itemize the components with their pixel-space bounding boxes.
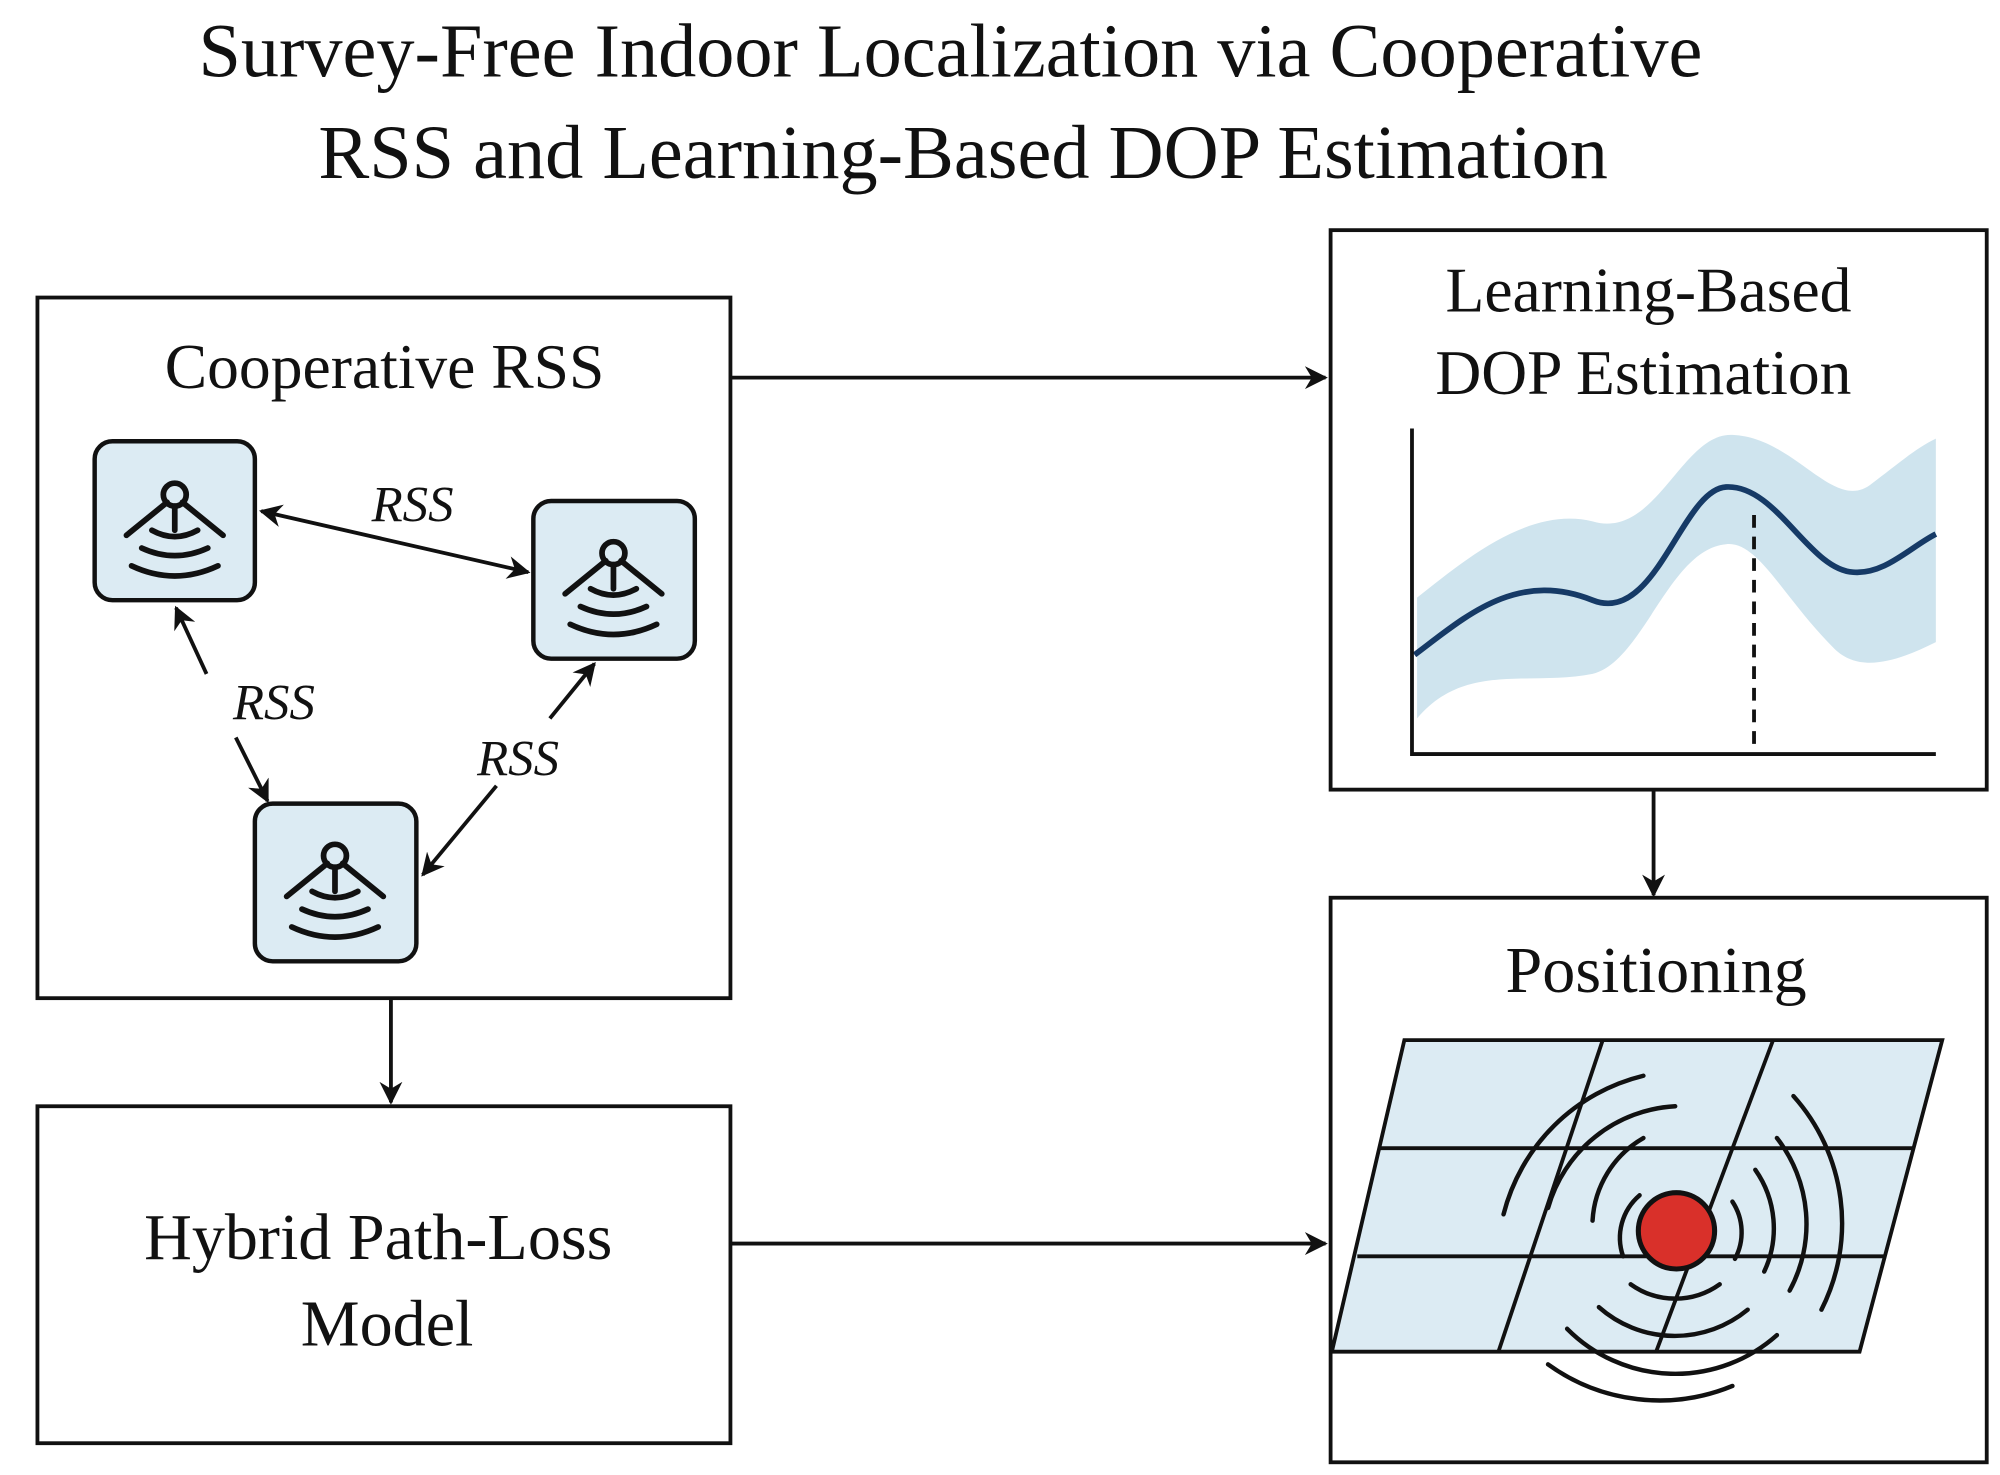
target-position-dot xyxy=(1635,1190,1718,1272)
dop-estimation-title-line-1: Learning-Based xyxy=(1446,255,1852,326)
node-1 xyxy=(92,439,258,603)
chart-axes xyxy=(1410,428,1936,756)
title-line-1: Survey-Free Indoor Localization via Coop… xyxy=(198,8,1702,93)
rss-link-arrow-1-3 xyxy=(174,605,209,675)
signal-rings xyxy=(1501,1073,1845,1403)
confidence-band xyxy=(1417,434,1936,719)
hybrid-path-loss-box: Hybrid Path-Loss Model xyxy=(35,1104,733,1446)
rss-link-arrow-1-2 xyxy=(258,504,531,579)
rss-link-label: RSS xyxy=(371,477,454,533)
rss-link-arrow-2-3 xyxy=(548,661,596,720)
positioning-box: Positioning xyxy=(1328,895,1989,1465)
node-2 xyxy=(531,498,698,661)
cooperative-rss-box: Cooperative RSS RSS RSS RSS xyxy=(35,295,733,1001)
path-loss-line-2: Model xyxy=(301,1287,474,1360)
rss-link-arrow-2-3 xyxy=(421,784,498,877)
cooperative-rss-label: Cooperative RSS xyxy=(165,331,605,402)
dop-estimation-box: Learning-Based DOP Estimation xyxy=(1328,228,1989,792)
estimate-curve xyxy=(1412,484,1938,658)
path-loss-line-1: Hybrid Path-Loss xyxy=(144,1201,612,1274)
rss-link-label: RSS xyxy=(232,676,315,732)
dop-estimation-title-line-2: DOP Estimation xyxy=(1435,337,1851,408)
rss-link-label: RSS xyxy=(476,732,559,788)
positioning-label: Positioning xyxy=(1505,934,1806,1007)
rss-link-arrow-1-3 xyxy=(234,736,270,804)
title-line-2: RSS and Learning-Based DOP Estimation xyxy=(318,110,1608,195)
node-3 xyxy=(252,801,419,964)
